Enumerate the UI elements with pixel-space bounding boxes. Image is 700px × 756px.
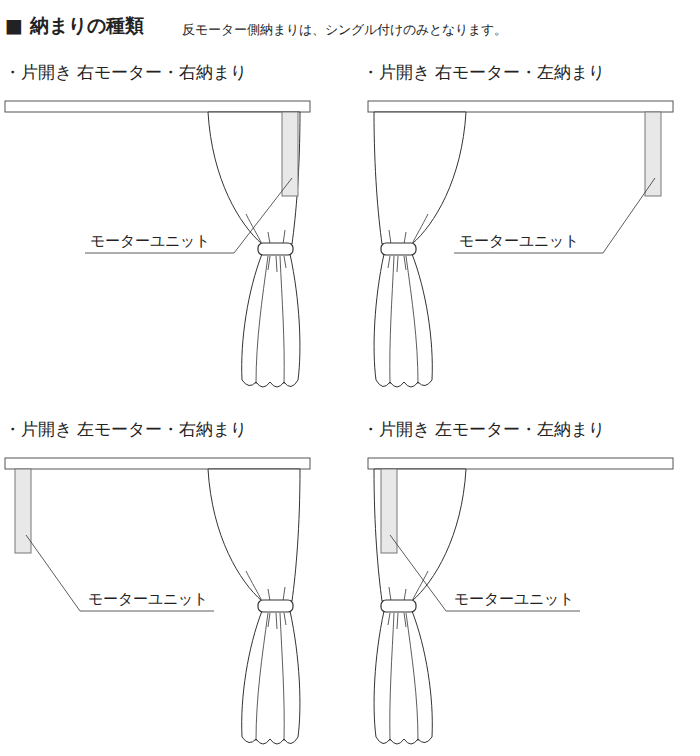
motor-unit [15,469,31,553]
curtain-fold [246,214,262,244]
curtain-fold [404,232,406,244]
tieback [381,600,416,612]
motor-unit [381,469,397,553]
tieback [258,243,293,255]
curtain-rail [368,101,673,112]
curtain-fold [268,256,270,270]
curtain-fold [390,256,394,384]
section-title: ■ 納まりの種類 [5,14,144,37]
part-label: モーターユニット [452,590,576,608]
curtain-fold [404,256,406,270]
note: 反モーター側納まりは、シングル付けのみとなります。 [182,22,507,38]
curtain-fold [283,230,285,244]
part-label: モーターユニット [88,232,212,250]
leader-line [26,535,214,611]
leader-line [390,535,580,611]
curtain-fold [268,589,270,601]
curtain-upper [208,469,300,601]
curtain-upper [208,112,300,244]
curtain-lower [242,254,300,387]
curtain-fold [406,256,418,384]
panel-drawing [5,458,310,744]
curtain-fold [390,613,394,741]
curtain-fold [389,587,391,601]
part-label: モーターユニット [457,232,581,250]
panel-heading: ・片開き 左モーター・右納まり [4,419,247,439]
curtain-upper [374,469,466,601]
curtain [374,112,466,387]
curtain [208,469,300,744]
panel-heading: ・片開き 左モーター・左納まり [362,419,605,439]
panel-heading: ・片開き 右モーター・右納まり [4,62,247,82]
curtain-fold [283,587,285,601]
curtain-fold [404,589,406,601]
curtain-fold [284,256,286,268]
curtain-fold [388,613,390,625]
curtain-fold [412,214,428,244]
curtain-fold [280,256,284,384]
curtain-fold [256,613,268,741]
curtain-fold [388,256,390,268]
curtain-fold [406,613,418,741]
tieback [258,600,293,612]
curtain-upper [374,112,466,244]
part-label: モーターユニット [86,590,210,608]
curtain-fold [276,613,277,629]
curtain [208,112,300,387]
curtain-fold [397,256,398,272]
motor-unit [282,112,298,196]
curtain-fold [284,613,286,625]
leader-line [85,178,292,253]
curtain-rail [368,458,673,469]
curtain-fold [389,230,391,244]
curtain-fold [268,232,270,244]
curtain-fold [246,571,262,601]
curtain-rail [5,458,310,469]
leader-line [454,178,655,253]
tieback [381,243,416,255]
curtain-rail [5,101,310,112]
curtain-fold [276,256,277,272]
panel-drawing [368,458,673,744]
panel-heading: ・片開き 右モーター・左納まり [362,62,605,82]
panel-drawing [368,101,673,387]
curtain-fold [256,256,268,384]
curtain-fold [404,613,406,627]
curtain-lower [374,611,432,744]
curtain-fold [397,613,398,629]
curtain-lower [242,611,300,744]
curtain-fold [280,613,284,741]
curtain-lower [374,254,432,387]
curtain-fold [268,613,270,627]
panel-drawing [5,101,310,387]
motor-unit [645,112,661,196]
